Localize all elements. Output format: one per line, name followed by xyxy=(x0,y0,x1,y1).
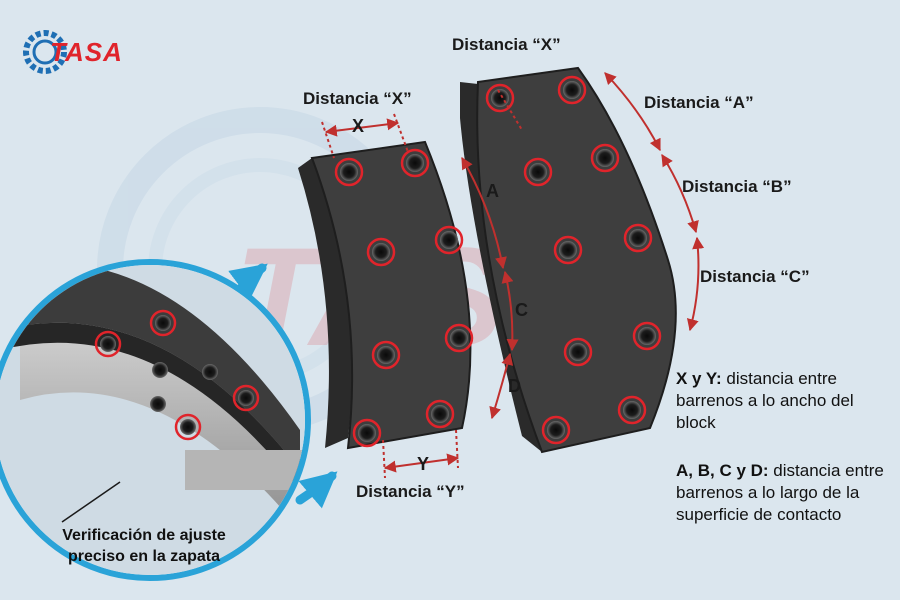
inset-holes xyxy=(94,309,260,441)
dim-y xyxy=(383,453,460,473)
logo-gear-icon xyxy=(23,30,67,74)
dim-b-right xyxy=(661,153,699,234)
inset-rivet-hole-4 xyxy=(174,413,202,441)
rivet-hole-left-1 xyxy=(334,157,364,187)
legend-abcd-text: distancia entre barrenos a lo largo de l… xyxy=(676,461,884,524)
rivet-hole-right-3 xyxy=(523,157,553,187)
label-distance-a: Distancia “A” xyxy=(644,93,754,112)
inset-rivet-hole-2 xyxy=(149,309,177,337)
rivet-hole-left-5 xyxy=(371,340,401,370)
label-distance-x-right: Distancia “X” xyxy=(452,35,561,54)
legend-abcd: A, B, C y D: distancia entre barrenos a … xyxy=(676,460,896,526)
label-distance-b: Distancia “B” xyxy=(682,177,792,196)
legend-abcd-key: A, B, C y D: xyxy=(676,461,769,480)
legend-xy-key: X y Y: xyxy=(676,369,722,388)
label-distance-x-left: Distancia “X” xyxy=(303,89,412,108)
logo: TASA xyxy=(50,37,123,67)
rivet-hole-right-9 xyxy=(541,415,571,445)
dimension-lines xyxy=(321,72,705,479)
rivet-hole-right-10 xyxy=(617,395,647,425)
letter-c: C xyxy=(515,300,528,320)
inset-rivet-hole-3 xyxy=(232,384,260,412)
rivet-hole-left-7 xyxy=(352,418,382,448)
rivet-hole-left-2 xyxy=(400,148,430,178)
label-distance-c: Distancia “C” xyxy=(700,267,810,286)
legend-xy: X y Y: distancia entre barrenos a lo anc… xyxy=(676,368,896,434)
brake-block-right xyxy=(460,66,677,454)
rivet-hole-right-5 xyxy=(553,235,583,265)
rivet-hole-right-7 xyxy=(563,337,593,367)
rivet-hole-left-8 xyxy=(425,399,455,429)
dim-c-right xyxy=(686,236,705,332)
letter-d: D xyxy=(508,376,521,396)
letter-x: X xyxy=(352,116,364,136)
rivet-hole-right-2 xyxy=(557,75,587,105)
inset-plain-hole-3 xyxy=(150,396,166,412)
inset-rivet-hole-1 xyxy=(94,330,122,358)
inset-caption: Verificación de ajuste preciso en la zap… xyxy=(62,527,226,565)
rivet-hole-right-6 xyxy=(623,223,653,253)
inset-detail xyxy=(0,259,311,581)
inset-plain-hole-2 xyxy=(202,364,218,380)
legend-xy-text: distancia entre barrenos a lo ancho del … xyxy=(676,369,854,432)
inset-pointer xyxy=(61,481,121,523)
dim-a-right xyxy=(604,72,661,152)
dim-c xyxy=(501,270,519,352)
inset-plain-hole-1 xyxy=(152,362,168,378)
label-distance-y: Distancia “Y” xyxy=(356,482,465,501)
dim-x-left xyxy=(324,118,400,137)
dim-a xyxy=(461,156,507,270)
dim-d xyxy=(489,352,514,420)
rivet-hole-right-8 xyxy=(632,321,662,351)
letter-y: Y xyxy=(417,454,429,474)
letter-a: A xyxy=(486,181,499,201)
rivet-holes xyxy=(334,75,662,448)
rivet-hole-left-3 xyxy=(366,237,396,267)
dim-x-right xyxy=(497,89,523,131)
rivet-hole-left-6 xyxy=(444,323,474,353)
arrow-down-icon xyxy=(295,471,338,509)
